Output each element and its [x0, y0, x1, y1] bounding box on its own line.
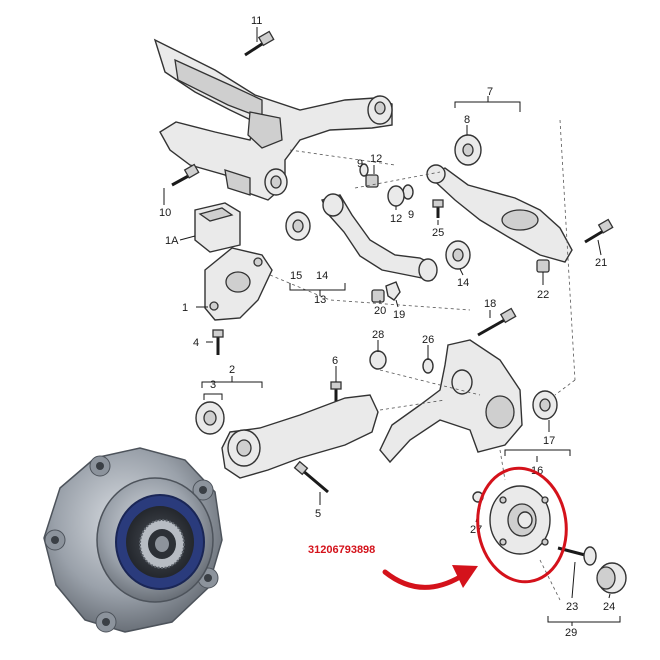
callout-12a: 12: [370, 153, 382, 165]
lower-arm-2: [221, 394, 379, 479]
callout-1: 1: [182, 302, 188, 314]
bolt-18: [477, 307, 517, 337]
trailing-arm-7: [426, 164, 573, 263]
callout-20: 20: [374, 305, 386, 317]
nut-22: [536, 259, 550, 273]
mount-1A: [194, 202, 241, 253]
subframe: [153, 38, 393, 201]
bushing-15-core: [292, 219, 304, 233]
callout-25: 25: [432, 227, 444, 239]
bushing-3-core: [203, 410, 217, 426]
clip-19: [385, 281, 401, 301]
callout-7: 7: [487, 86, 493, 98]
callout-19: 19: [393, 309, 405, 321]
hub-bearing-photo: [43, 447, 223, 633]
callout-10: 10: [159, 207, 171, 219]
ring-26: [422, 358, 434, 374]
bushing-8-core: [462, 143, 474, 157]
bolt-6: [330, 381, 342, 402]
callout-15: 15: [290, 270, 302, 282]
callout-8: 8: [464, 114, 470, 126]
bolt-10: [171, 163, 200, 187]
bushing-14b-core: [452, 248, 464, 262]
callout-13: 13: [314, 294, 326, 306]
bolt-11: [244, 30, 275, 57]
bolt-4: [212, 329, 224, 355]
bushing-28: [369, 350, 387, 370]
callout-labels: 11 7 8 12 9 10 9 12 1A 25 21 15 14 13 14…: [159, 15, 615, 639]
callout-26: 26: [422, 334, 434, 346]
nut-20: [371, 289, 385, 303]
callout-18: 18: [484, 298, 496, 310]
callout-12b: 12: [390, 213, 402, 225]
bolt-25: [432, 199, 444, 218]
washer-9a: [359, 163, 369, 177]
callout-5: 5: [315, 508, 321, 520]
callout-14b: 14: [457, 277, 469, 289]
callout-1A: 1A: [165, 235, 179, 247]
assembly-lines: [269, 119, 576, 601]
callout-9b: 9: [408, 209, 414, 221]
callout-28: 28: [372, 329, 384, 341]
callout-3: 3: [210, 379, 216, 391]
bolt-21: [584, 218, 614, 244]
callout-6: 6: [332, 355, 338, 367]
callout-24: 24: [603, 601, 615, 613]
callout-4: 4: [193, 337, 199, 349]
bushing-17-core: [539, 398, 551, 412]
callout-14a: 14: [316, 270, 328, 282]
callout-29: 29: [565, 627, 577, 639]
part-number: 31206793898: [308, 544, 375, 556]
bolt-5: [293, 460, 329, 494]
callout-9a: 9: [357, 158, 363, 170]
wheel-hub-27: [472, 485, 551, 555]
callout-21: 21: [595, 257, 607, 269]
callout-2: 2: [229, 364, 235, 376]
callout-22: 22: [537, 289, 549, 301]
callout-11: 11: [251, 15, 262, 27]
cap-24-face: [596, 566, 616, 590]
callout-17: 17: [543, 435, 555, 447]
knuckle-16: [379, 339, 523, 464]
bracket-1: [204, 247, 273, 321]
red-curved-arrow-icon: [382, 565, 478, 590]
callout-23: 23: [566, 601, 578, 613]
red-ellipse-icon: [476, 466, 568, 584]
bushing-12b: [387, 185, 405, 207]
upper-arm-13: [321, 193, 438, 282]
